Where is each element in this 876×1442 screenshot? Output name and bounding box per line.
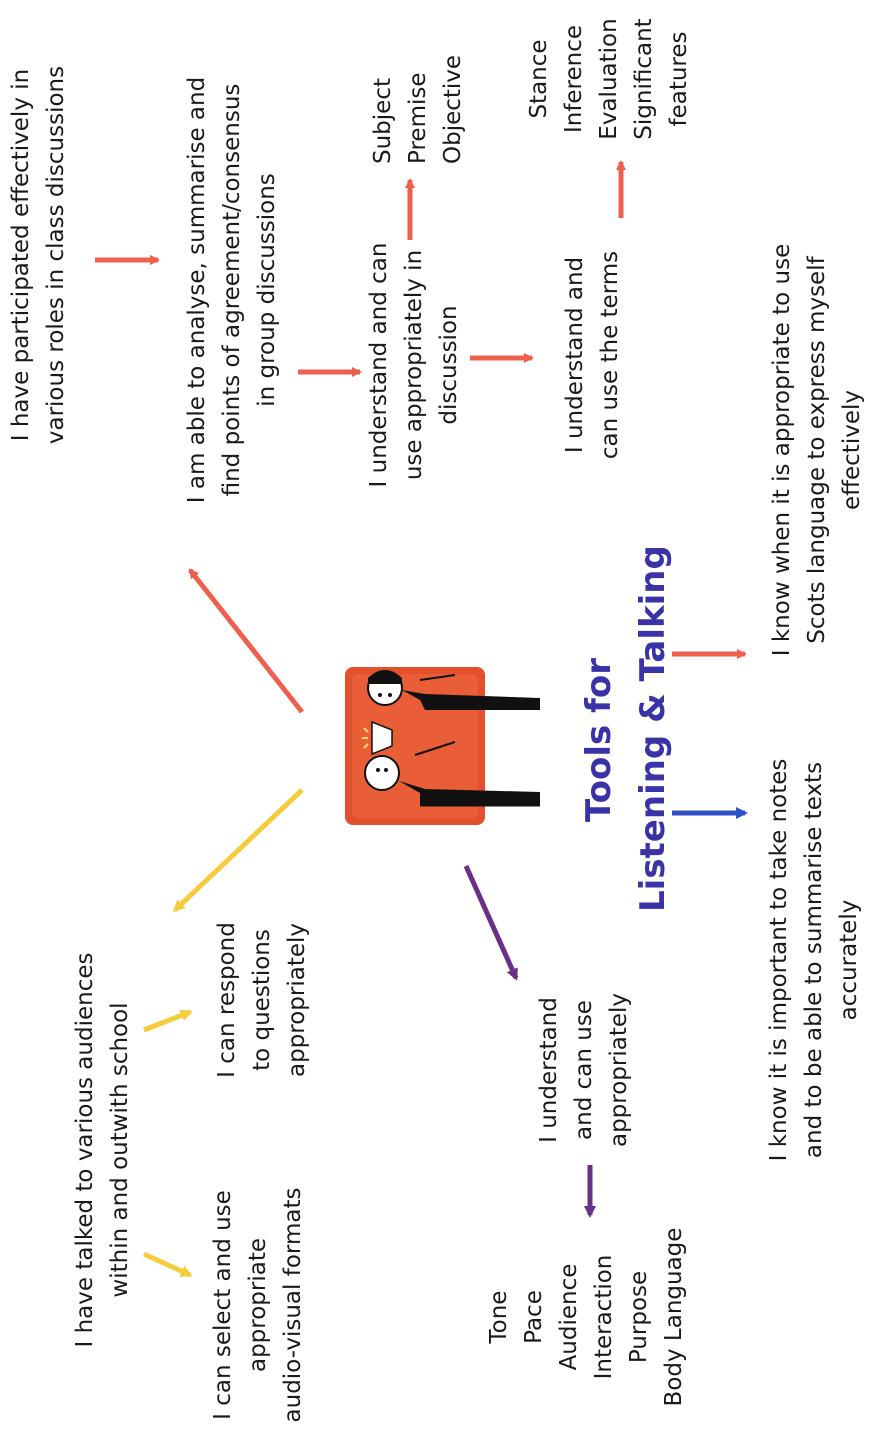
- central-title: Tools for Listening & Talking: [572, 545, 680, 912]
- node-understand-appropriately: I understand and can use appropriately: [536, 992, 632, 1148]
- list-stance-inference: Stance Inference Evaluation Significant …: [526, 18, 692, 140]
- node-select-use: I can select and use appropriate audio-v…: [210, 1187, 306, 1423]
- node-respond: I can respond to questions appropriately: [214, 922, 310, 1078]
- arrow-center-to-analyse: [188, 568, 304, 714]
- node-notes: I know it is important to take notes and…: [766, 758, 862, 1162]
- arrow-center-to-understand-appropriately: [463, 864, 519, 981]
- title-line-1: Tools for: [579, 657, 619, 823]
- node-scots: I know when it is appropriate to use Sco…: [769, 243, 865, 657]
- node-analyse: I am able to analyse, summarise and find…: [184, 76, 280, 504]
- arrow-talked-to-respond: [143, 1009, 193, 1033]
- list-delivery: Tone Pace Audience Interaction Purpose B…: [486, 1227, 687, 1407]
- node-participated: I have participated effectively in vario…: [8, 65, 69, 445]
- arrow-talked-to-select: [142, 1251, 193, 1278]
- node-talked: I have talked to various audiences withi…: [72, 952, 133, 1348]
- title-line-2: Listening & Talking: [633, 545, 673, 912]
- two-people-talking-icon: [345, 667, 540, 825]
- node-understand-discussion: I understand and can use appropriately i…: [366, 242, 462, 488]
- arrow-center-to-respond: [172, 788, 304, 913]
- list-subject-premise-objective: Subject Premise Objective: [370, 54, 466, 164]
- node-understand-terms: I understand and can use the terms: [562, 250, 623, 460]
